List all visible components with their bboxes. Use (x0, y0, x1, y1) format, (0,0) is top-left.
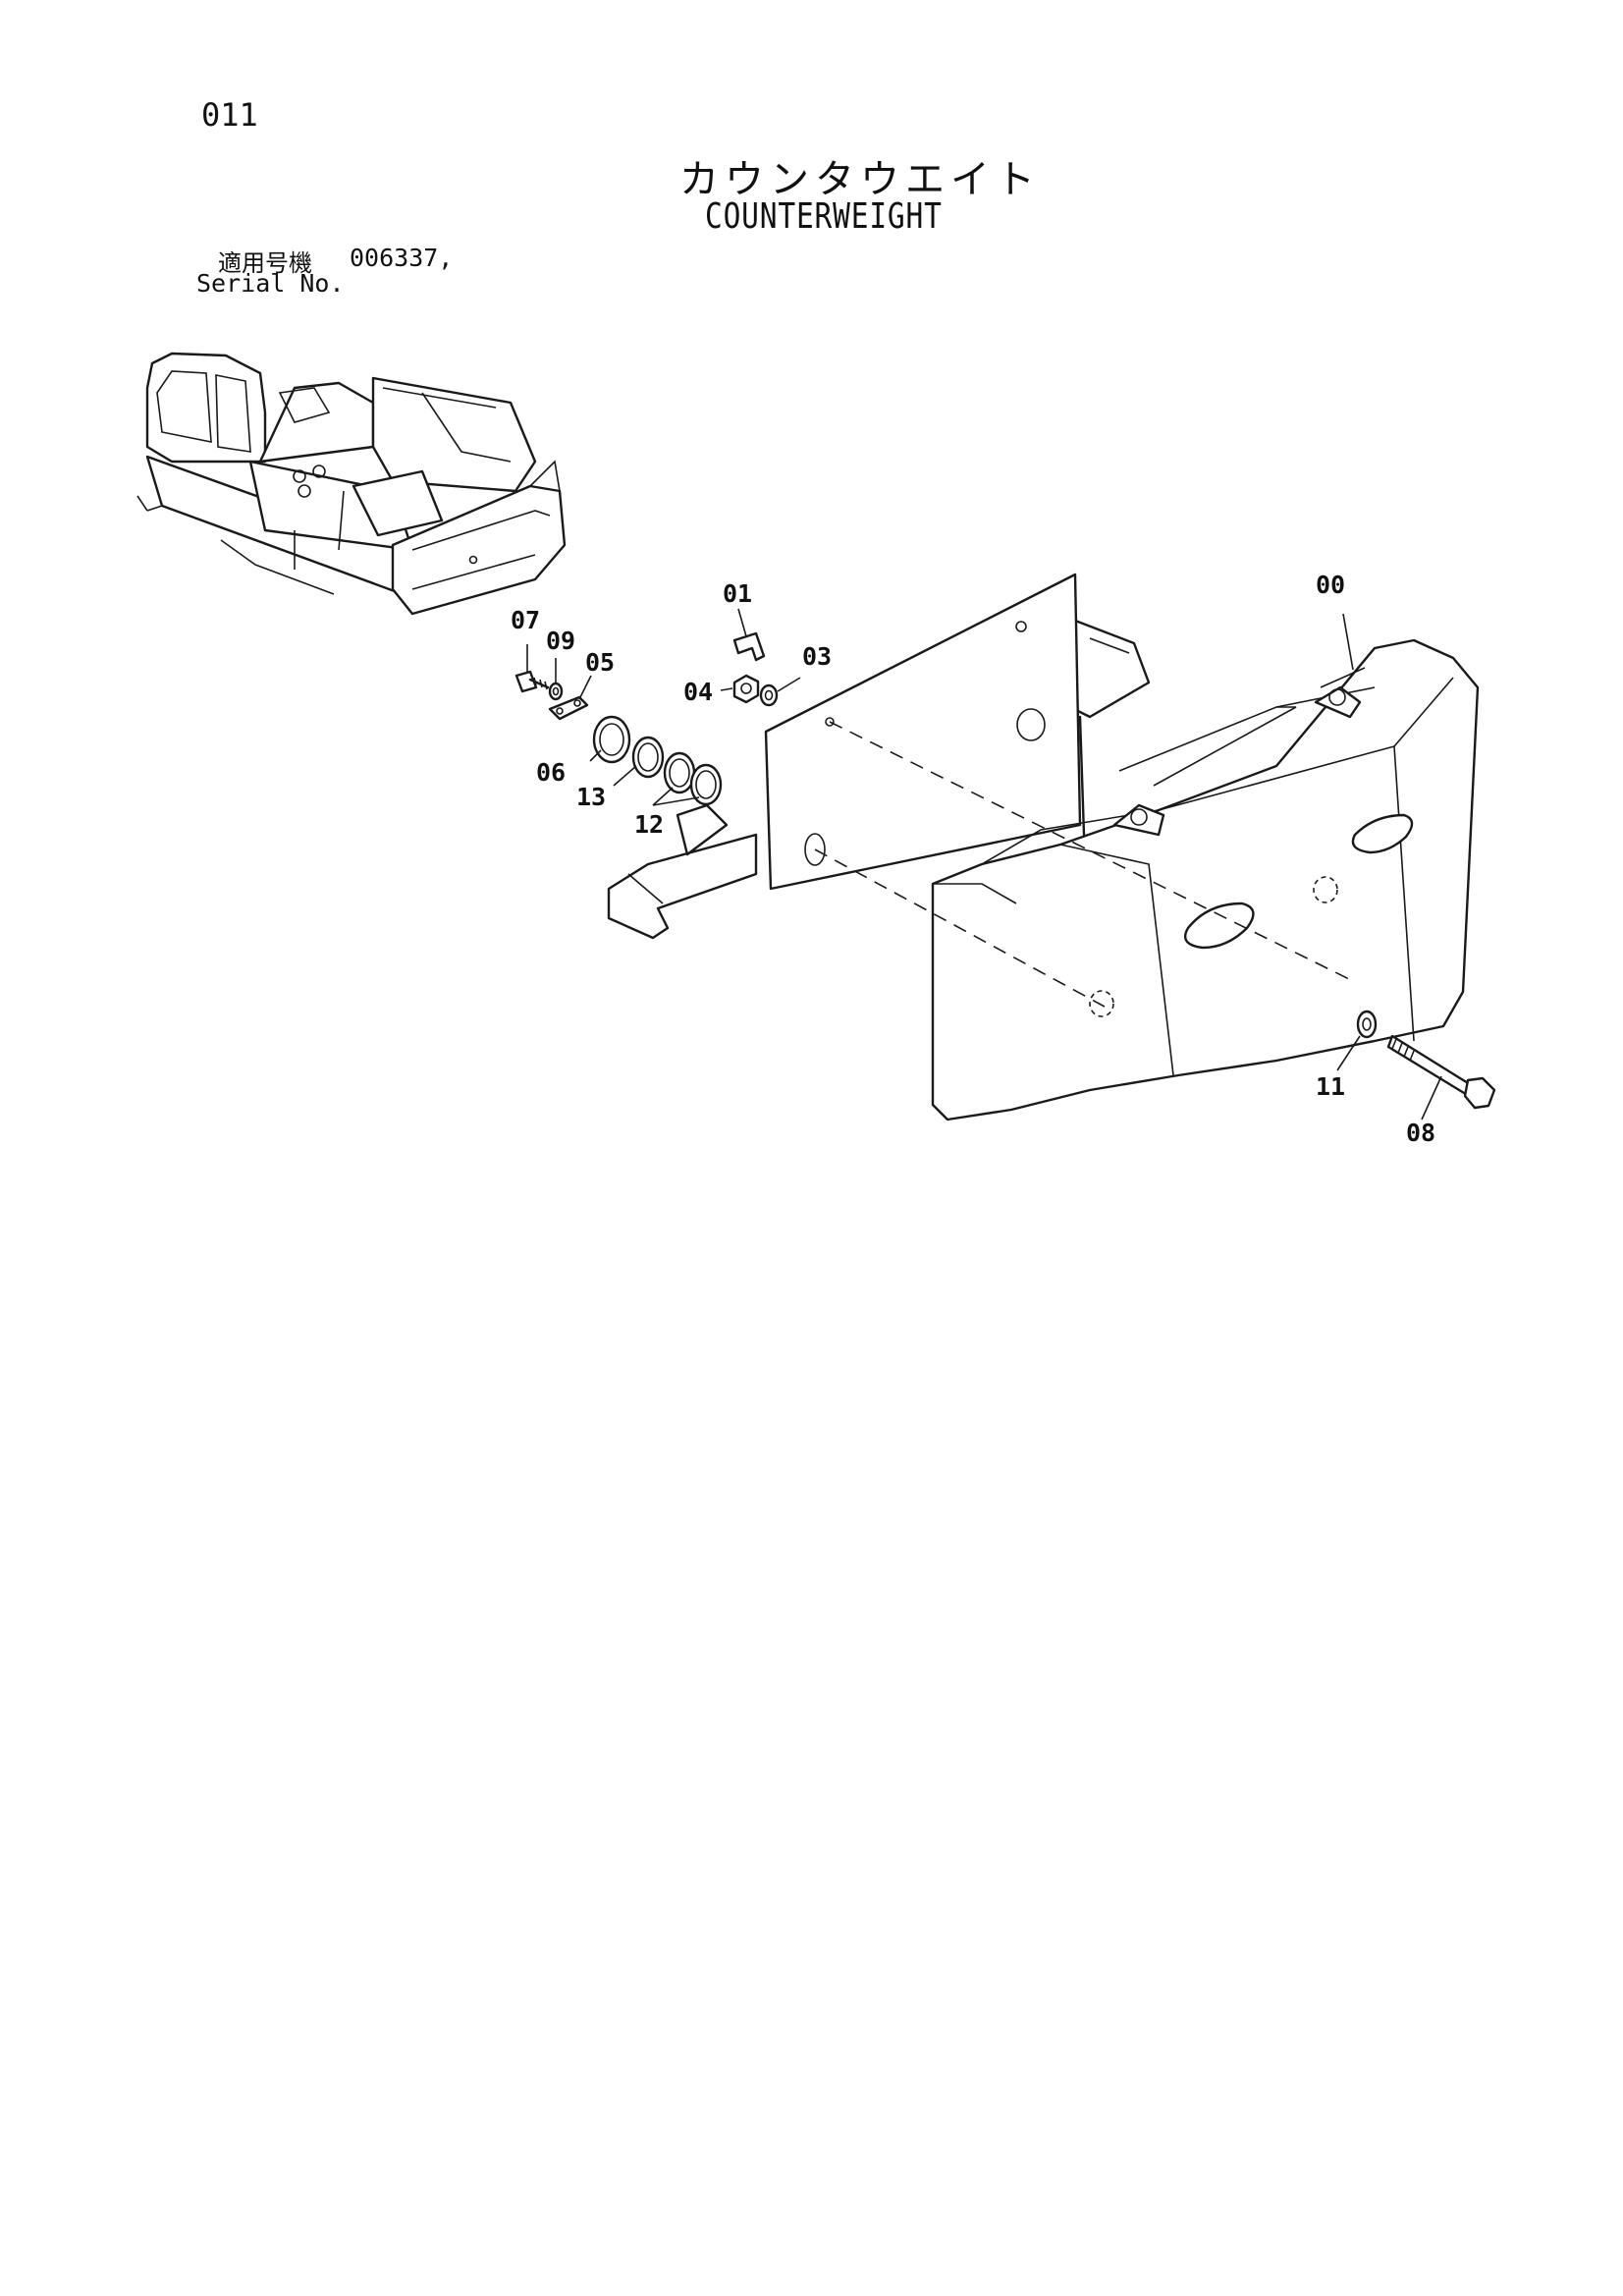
page-title-japanese: カウンタウエイト (679, 157, 1041, 202)
frame-illustration (607, 617, 1151, 940)
clip-01-illustration (732, 631, 766, 662)
page-number: 011 (201, 96, 258, 134)
part-label-12: 12 (634, 810, 664, 839)
nut-04-illustration (732, 674, 760, 704)
part-label-03: 03 (802, 642, 832, 671)
part-label-07: 05 (585, 648, 615, 677)
part-label-06: 06 (536, 758, 566, 787)
part-label-09: 09 (546, 627, 575, 655)
washer-03-illustration (759, 683, 779, 707)
washer-09-illustration (548, 682, 564, 701)
part-label-01: 01 (723, 579, 752, 608)
part-label-08: 07 (511, 606, 540, 634)
serial-number-value: 006337, (350, 244, 454, 272)
leader-lines (526, 608, 1442, 1121)
washer-11-illustration (1356, 1010, 1378, 1039)
part-label-05: 08 (1406, 1119, 1435, 1147)
counterweight-illustration (931, 638, 1480, 1121)
part-label-13: 13 (576, 783, 606, 811)
seal-ring-13-illustration (631, 736, 665, 779)
page-title: COUNTERWEIGHT (705, 196, 943, 237)
bolt-05-illustration (1386, 1034, 1496, 1110)
seal-ring-06-illustration (592, 715, 631, 764)
assembly-line-upper (829, 721, 1356, 983)
part-label-11: 11 (1316, 1072, 1345, 1101)
bolt-small-illustration (514, 670, 550, 693)
plate-07-illustration (548, 695, 589, 721)
seal-rings-12-illustration (663, 751, 723, 806)
part-label-04: 04 (683, 678, 713, 706)
assembly-line-lower (814, 848, 1106, 1008)
excavator-overview-illustration (136, 352, 567, 616)
part-label-00: 00 (1316, 571, 1345, 599)
mounting-plate-illustration (764, 573, 1082, 891)
serial-label-japanese: 適用号機 (218, 249, 312, 277)
serial-label: Serial No. (196, 269, 345, 298)
